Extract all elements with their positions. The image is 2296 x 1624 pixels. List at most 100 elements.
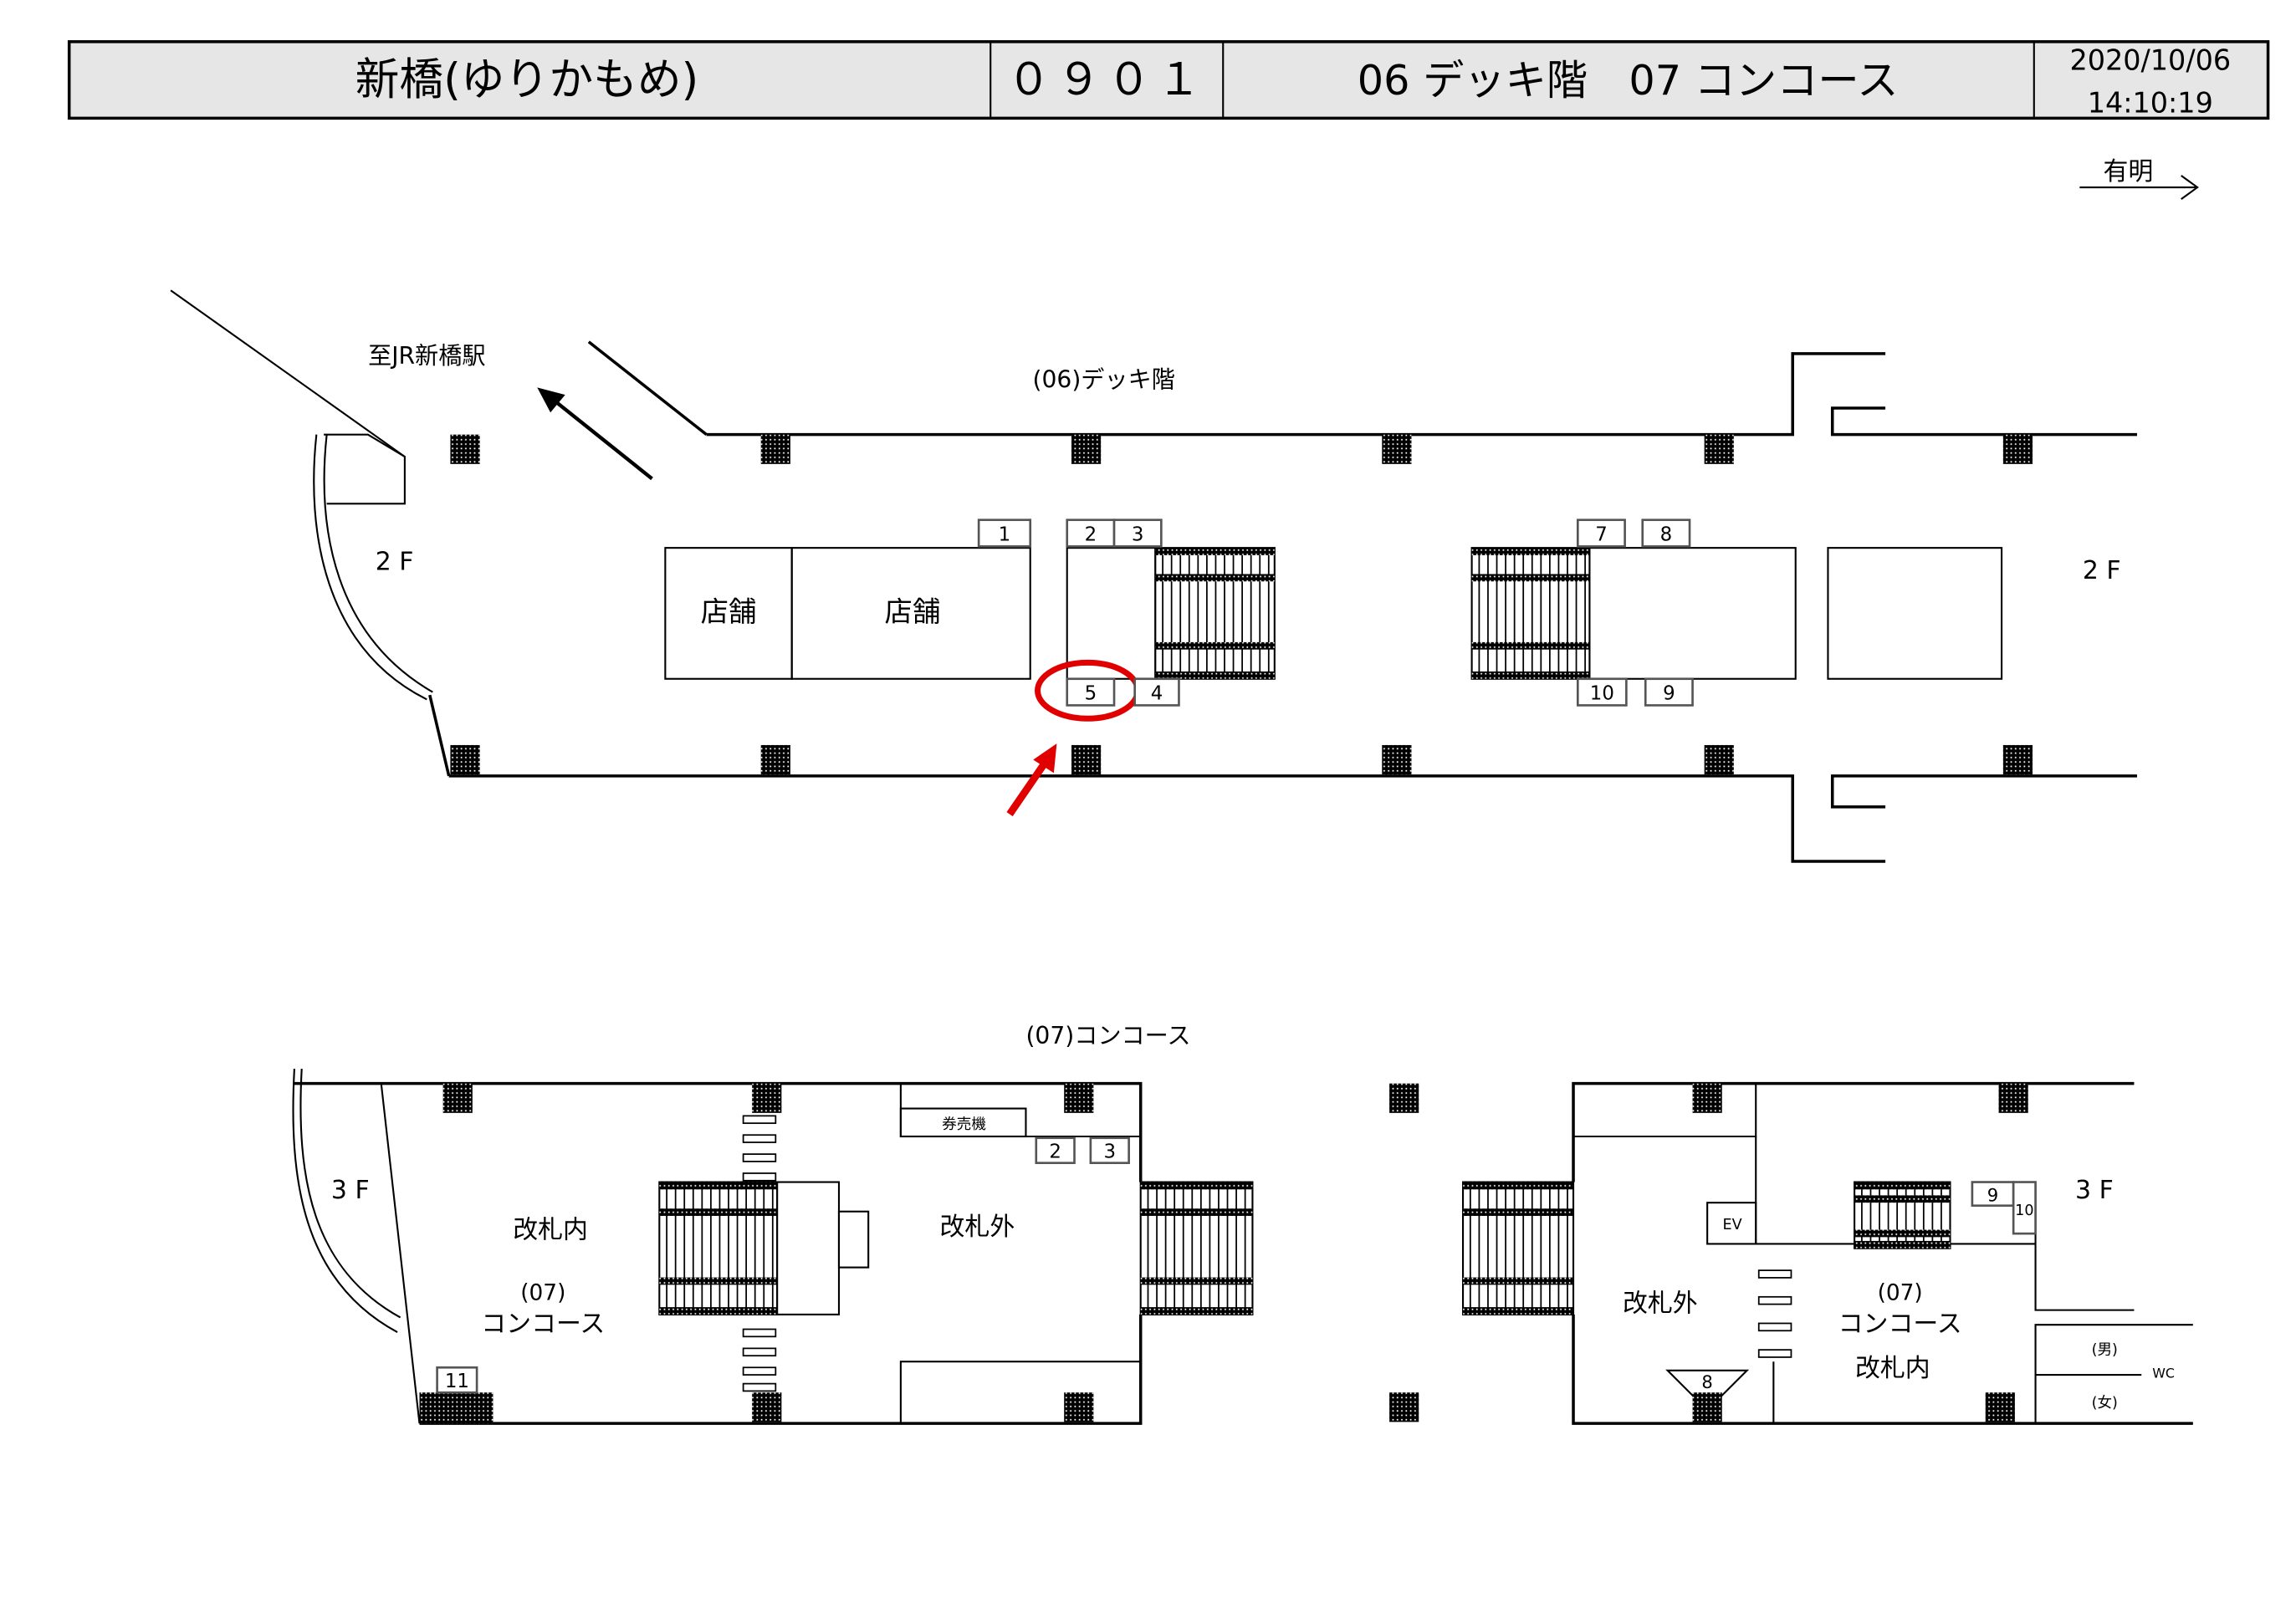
deck-level-plan: (06)デッキ階 至JR新橋駅 2 F 2 F 店舗 店舗 — [170, 289, 2137, 863]
exit-number: 11 — [445, 1371, 469, 1392]
arrow-right-icon — [2181, 175, 2199, 200]
floors-label: 06 デッキ階 07 コンコース — [1358, 56, 1899, 105]
restroom-label: WC — [2152, 1366, 2175, 1381]
ticket-gate — [742, 1366, 777, 1376]
exit-number: 1 — [999, 523, 1011, 545]
direction-label: 有明 — [2103, 157, 2153, 186]
escalator — [1854, 1181, 1951, 1249]
outside-gate-label: 改札外 — [940, 1213, 1015, 1242]
exit-number: 9 — [1987, 1184, 1998, 1205]
concourse-name: コンコース — [481, 1310, 605, 1339]
exit-number: 8 — [1660, 523, 1673, 545]
ticket-gate — [742, 1172, 777, 1182]
ticket-gate — [1757, 1349, 1792, 1358]
ticket-gate — [742, 1347, 777, 1357]
ticket-machine — [899, 1107, 1027, 1138]
concourse-number: (07) — [1878, 1280, 1923, 1305]
exit-number-box[interactable]: 2 — [1035, 1136, 1076, 1164]
exit-number: 10 — [2015, 1203, 2033, 1219]
exit-number: 10 — [1590, 682, 1614, 704]
escalator — [658, 1181, 779, 1315]
pillar — [1692, 1083, 1722, 1113]
pillar — [752, 1083, 782, 1113]
shop-2 — [790, 547, 1031, 680]
outside-gate-label: 改札外 — [1623, 1289, 1698, 1318]
pillar — [1382, 434, 1412, 464]
pillar — [1998, 1083, 2028, 1113]
ticket-gate — [742, 1153, 777, 1162]
exit-number-box[interactable]: 2 — [1066, 518, 1116, 548]
exit-number-box[interactable]: 7 — [1576, 518, 1626, 548]
time: 14:10:19 — [2088, 86, 2213, 119]
exit-number: 7 — [1595, 523, 1608, 545]
exit-number-box[interactable]: 8 — [1641, 518, 1691, 548]
exit-number: 3 — [1132, 523, 1144, 545]
escalator — [1462, 1181, 1575, 1315]
pillar — [1389, 1392, 1419, 1422]
highlight-arrow-icon — [1006, 743, 1057, 817]
ticket-gate — [1757, 1295, 1792, 1305]
station-name: 新橋(ゆりかもめ) — [355, 54, 699, 105]
pillar — [419, 1392, 493, 1424]
direction-indicator: 有明 — [2079, 157, 2199, 200]
pillar — [1071, 434, 1102, 464]
deck-title: (06)デッキ階 — [1033, 365, 1175, 393]
exit-number-box[interactable]: 5 — [1066, 677, 1116, 707]
inside-gate-label: 改札内 — [513, 1215, 588, 1244]
exit-number-box[interactable]: 9 — [1644, 677, 1694, 707]
exit-number: 3 — [1103, 1141, 1116, 1163]
ticket-gate — [1757, 1322, 1792, 1332]
concourse-name: コンコース — [1838, 1310, 1962, 1339]
pillar — [2002, 434, 2033, 464]
arrow-to-jr-icon — [537, 387, 653, 481]
station-code: ０９０１ — [1007, 54, 1207, 105]
elevator — [1706, 1202, 1757, 1245]
pillar — [760, 744, 790, 775]
floor-label: 3 F — [331, 1176, 370, 1205]
exit-number-box[interactable]: 1 — [977, 518, 1032, 548]
ticket-gate — [1757, 1269, 1792, 1279]
restroom-women-label: (女) — [2092, 1395, 2118, 1412]
pillar — [1389, 1083, 1419, 1113]
exit-number-box[interactable]: 3 — [1112, 518, 1163, 548]
exit-number-box[interactable]: 3 — [1089, 1136, 1130, 1164]
concourse-title: (07)コンコース — [1025, 1022, 1190, 1049]
pillar — [1704, 744, 1734, 775]
exit-number-box[interactable]: 10 — [2012, 1181, 2037, 1235]
exit-number: 4 — [1151, 682, 1163, 704]
pillar — [2002, 744, 2033, 775]
pillar — [760, 434, 790, 464]
inside-gate-label: 改札内 — [1855, 1354, 1930, 1383]
date: 2020/10/06 — [2069, 43, 2231, 76]
escalator — [1470, 547, 1591, 680]
pillar — [1064, 1392, 1094, 1422]
shop-label: 店舗 — [885, 595, 941, 628]
ticket-machine-label: 券売機 — [942, 1116, 986, 1133]
exit-number-box[interactable]: 10 — [1576, 677, 1628, 707]
ticket-gate — [742, 1115, 777, 1125]
pillar — [1071, 744, 1102, 775]
exit-number-box[interactable]: 9 — [1971, 1181, 2015, 1208]
pillar — [450, 434, 480, 464]
pillar — [1985, 1392, 2015, 1422]
pillar — [1064, 1083, 1094, 1113]
pillar — [1382, 744, 1412, 775]
pillar — [442, 1083, 473, 1113]
exit-number: 2 — [1085, 523, 1097, 545]
ticket-gate — [742, 1328, 777, 1338]
pillar — [1704, 434, 1734, 464]
header-bar: 新橋(ゆりかもめ) ０９０１ 06 デッキ階 07 コンコース 2020/10/… — [67, 40, 2270, 120]
floor-label-left: 2 F — [376, 548, 414, 577]
exit-number: 8 — [1701, 1371, 1712, 1392]
ticket-gate — [742, 1382, 777, 1392]
exit-number-box[interactable]: 11 — [436, 1366, 478, 1394]
concourse-number: (07) — [520, 1280, 565, 1305]
exit-number-box[interactable]: 4 — [1133, 677, 1180, 707]
concourse-level-plan: (07)コンコース 3 F 改札内 (07) コンコース 改札外 券売機 EV … — [292, 1022, 2193, 1425]
floor-label-right: 2 F — [2083, 556, 2121, 585]
pillar — [450, 744, 480, 775]
exit-number: 5 — [1085, 682, 1097, 704]
restroom-men-label: (男) — [2092, 1341, 2118, 1358]
